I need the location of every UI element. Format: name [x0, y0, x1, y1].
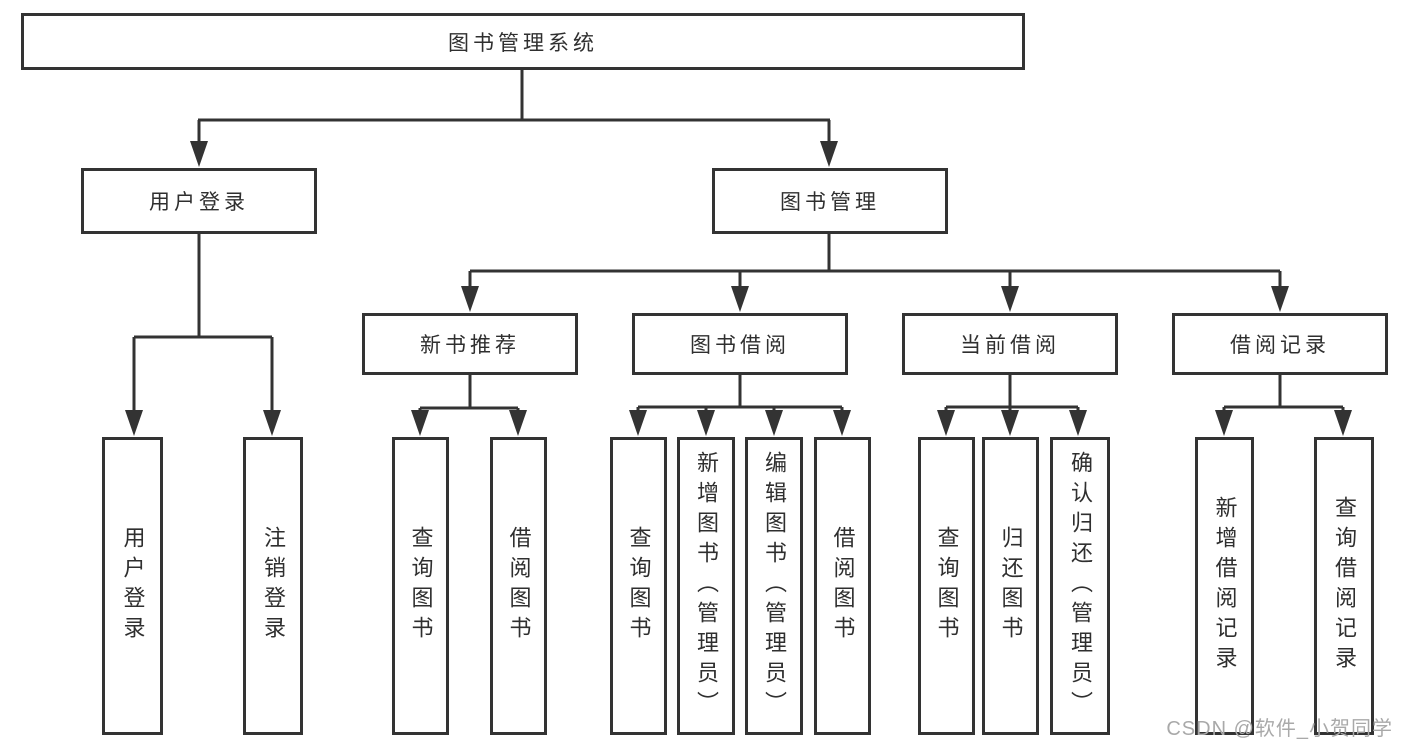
leaf-label: 查询图书 — [626, 526, 652, 646]
csdn-watermark: CSDN @软件_小贺同学 — [1166, 718, 1393, 740]
node-library-management-system: 图书管理系统 — [21, 13, 1025, 70]
leaf-borrow-add-book-admin: 新增图书（管理员） — [677, 437, 735, 735]
leaf-logout: 注销登录 — [243, 437, 303, 735]
leaf-label: 借阅图书 — [830, 526, 856, 646]
leaf-recommend-query-book: 查询图书 — [392, 437, 449, 735]
leaf-label: 归还图书 — [998, 526, 1024, 646]
leaf-label: 注销登录 — [261, 526, 286, 646]
leaf-label: 查询图书 — [408, 526, 434, 646]
node-label: 图书管理系统 — [448, 31, 598, 55]
leaf-label: 查询图书 — [934, 526, 960, 646]
leaf-record-query: 查询借阅记录 — [1314, 437, 1374, 735]
leaf-label: 查询借阅记录 — [1332, 496, 1357, 676]
leaf-label: 新增图书（管理员） — [694, 451, 719, 721]
node-label: 用户登录 — [149, 191, 249, 214]
node-label: 新书推荐 — [420, 334, 520, 357]
leaf-borrow-borrow-book: 借阅图书 — [814, 437, 871, 735]
leaf-record-add: 新增借阅记录 — [1195, 437, 1254, 735]
node-label: 当前借阅 — [960, 334, 1060, 357]
leaf-label: 编辑图书（管理员） — [762, 451, 787, 721]
node-borrow-record: 借阅记录 — [1172, 313, 1388, 375]
leaf-label: 用户登录 — [120, 526, 146, 646]
leaf-recommend-borrow-book: 借阅图书 — [490, 437, 547, 735]
node-new-book-recommend: 新书推荐 — [362, 313, 578, 375]
node-label: 图书管理 — [780, 191, 880, 214]
node-book-management: 图书管理 — [712, 168, 948, 234]
leaf-borrow-query-book: 查询图书 — [610, 437, 667, 735]
node-book-borrow: 图书借阅 — [632, 313, 848, 375]
leaf-label: 确认归还（管理员） — [1068, 451, 1093, 721]
leaf-current-return-book: 归还图书 — [982, 437, 1039, 735]
leaf-label: 新增借阅记录 — [1212, 496, 1238, 676]
node-user-login: 用户登录 — [81, 168, 317, 234]
leaf-current-query-book: 查询图书 — [918, 437, 975, 735]
leaf-user-login: 用户登录 — [102, 437, 163, 735]
leaf-current-confirm-return-admin: 确认归还（管理员） — [1050, 437, 1110, 735]
node-current-borrow: 当前借阅 — [902, 313, 1118, 375]
node-label: 图书借阅 — [690, 334, 790, 357]
leaf-borrow-edit-book-admin: 编辑图书（管理员） — [745, 437, 803, 735]
node-label: 借阅记录 — [1230, 334, 1330, 357]
leaf-label: 借阅图书 — [506, 526, 532, 646]
